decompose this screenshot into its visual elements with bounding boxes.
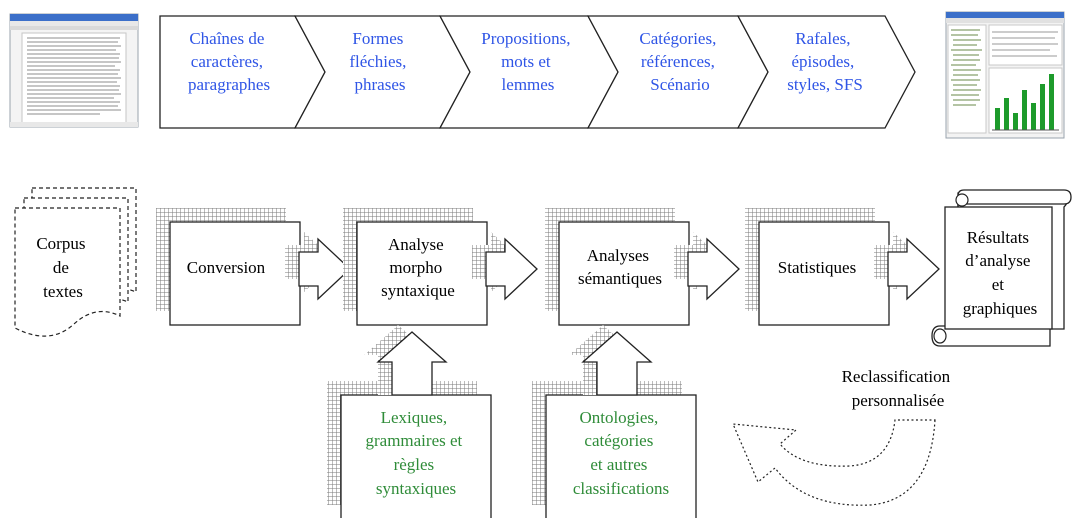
semantic-label: Analyses sémantiques: [578, 246, 662, 288]
chevron-5-label: Rafales, épisodes, styles, SFS: [787, 29, 863, 94]
ontology-label: Ontologies, catégories et autres classif…: [573, 408, 669, 498]
statistics-box: [745, 208, 890, 326]
document-window-icon: [9, 13, 139, 128]
arrow-statistiques-to-resultats: [874, 232, 940, 301]
arrow-semantique-to-statistiques: [674, 232, 740, 301]
lexicon-label: Lexiques, grammaires et règles syntaxiqu…: [365, 408, 466, 498]
semantic-box: [545, 208, 690, 326]
chevron-3-label: Propositions, mots et lemmes: [481, 29, 575, 94]
chevron-4-label: Catégories, références, Scénario: [639, 29, 720, 94]
arrow-analyse-to-semantique: [472, 232, 538, 301]
ontology-box: [532, 381, 697, 518]
chevron-1-label: Chaînes de caractères, paragraphes: [188, 29, 270, 94]
statistics-label: Statistiques: [778, 258, 856, 277]
chevron-5: [736, 15, 916, 129]
corpus-document-stack: [14, 187, 137, 337]
chevron-2-label: Formes fléchies, phrases: [349, 29, 410, 94]
results-label: Résultats d’analyse et graphiques: [963, 228, 1038, 318]
morpho-syntax-label: Analyse morpho syntaxique: [381, 235, 455, 300]
reclassification-label: Reclassification personnalisée: [842, 367, 955, 410]
lexicon-box: [327, 381, 492, 518]
arrow-ontology-to-semantique: [569, 325, 653, 396]
corpus-label: Corpus de textes: [36, 234, 89, 301]
chart-window-icon: [945, 11, 1065, 139]
conversion-label: Conversion: [187, 258, 266, 277]
reclassification-feedback-arrow: [732, 419, 936, 506]
results-scroll: [931, 189, 1072, 347]
arrow-lexicon-to-analyse: [364, 325, 448, 396]
morpho-syntax-box: [343, 208, 488, 326]
conversion-box: [156, 208, 301, 326]
arrow-conversion-to-analyse: [285, 232, 351, 301]
